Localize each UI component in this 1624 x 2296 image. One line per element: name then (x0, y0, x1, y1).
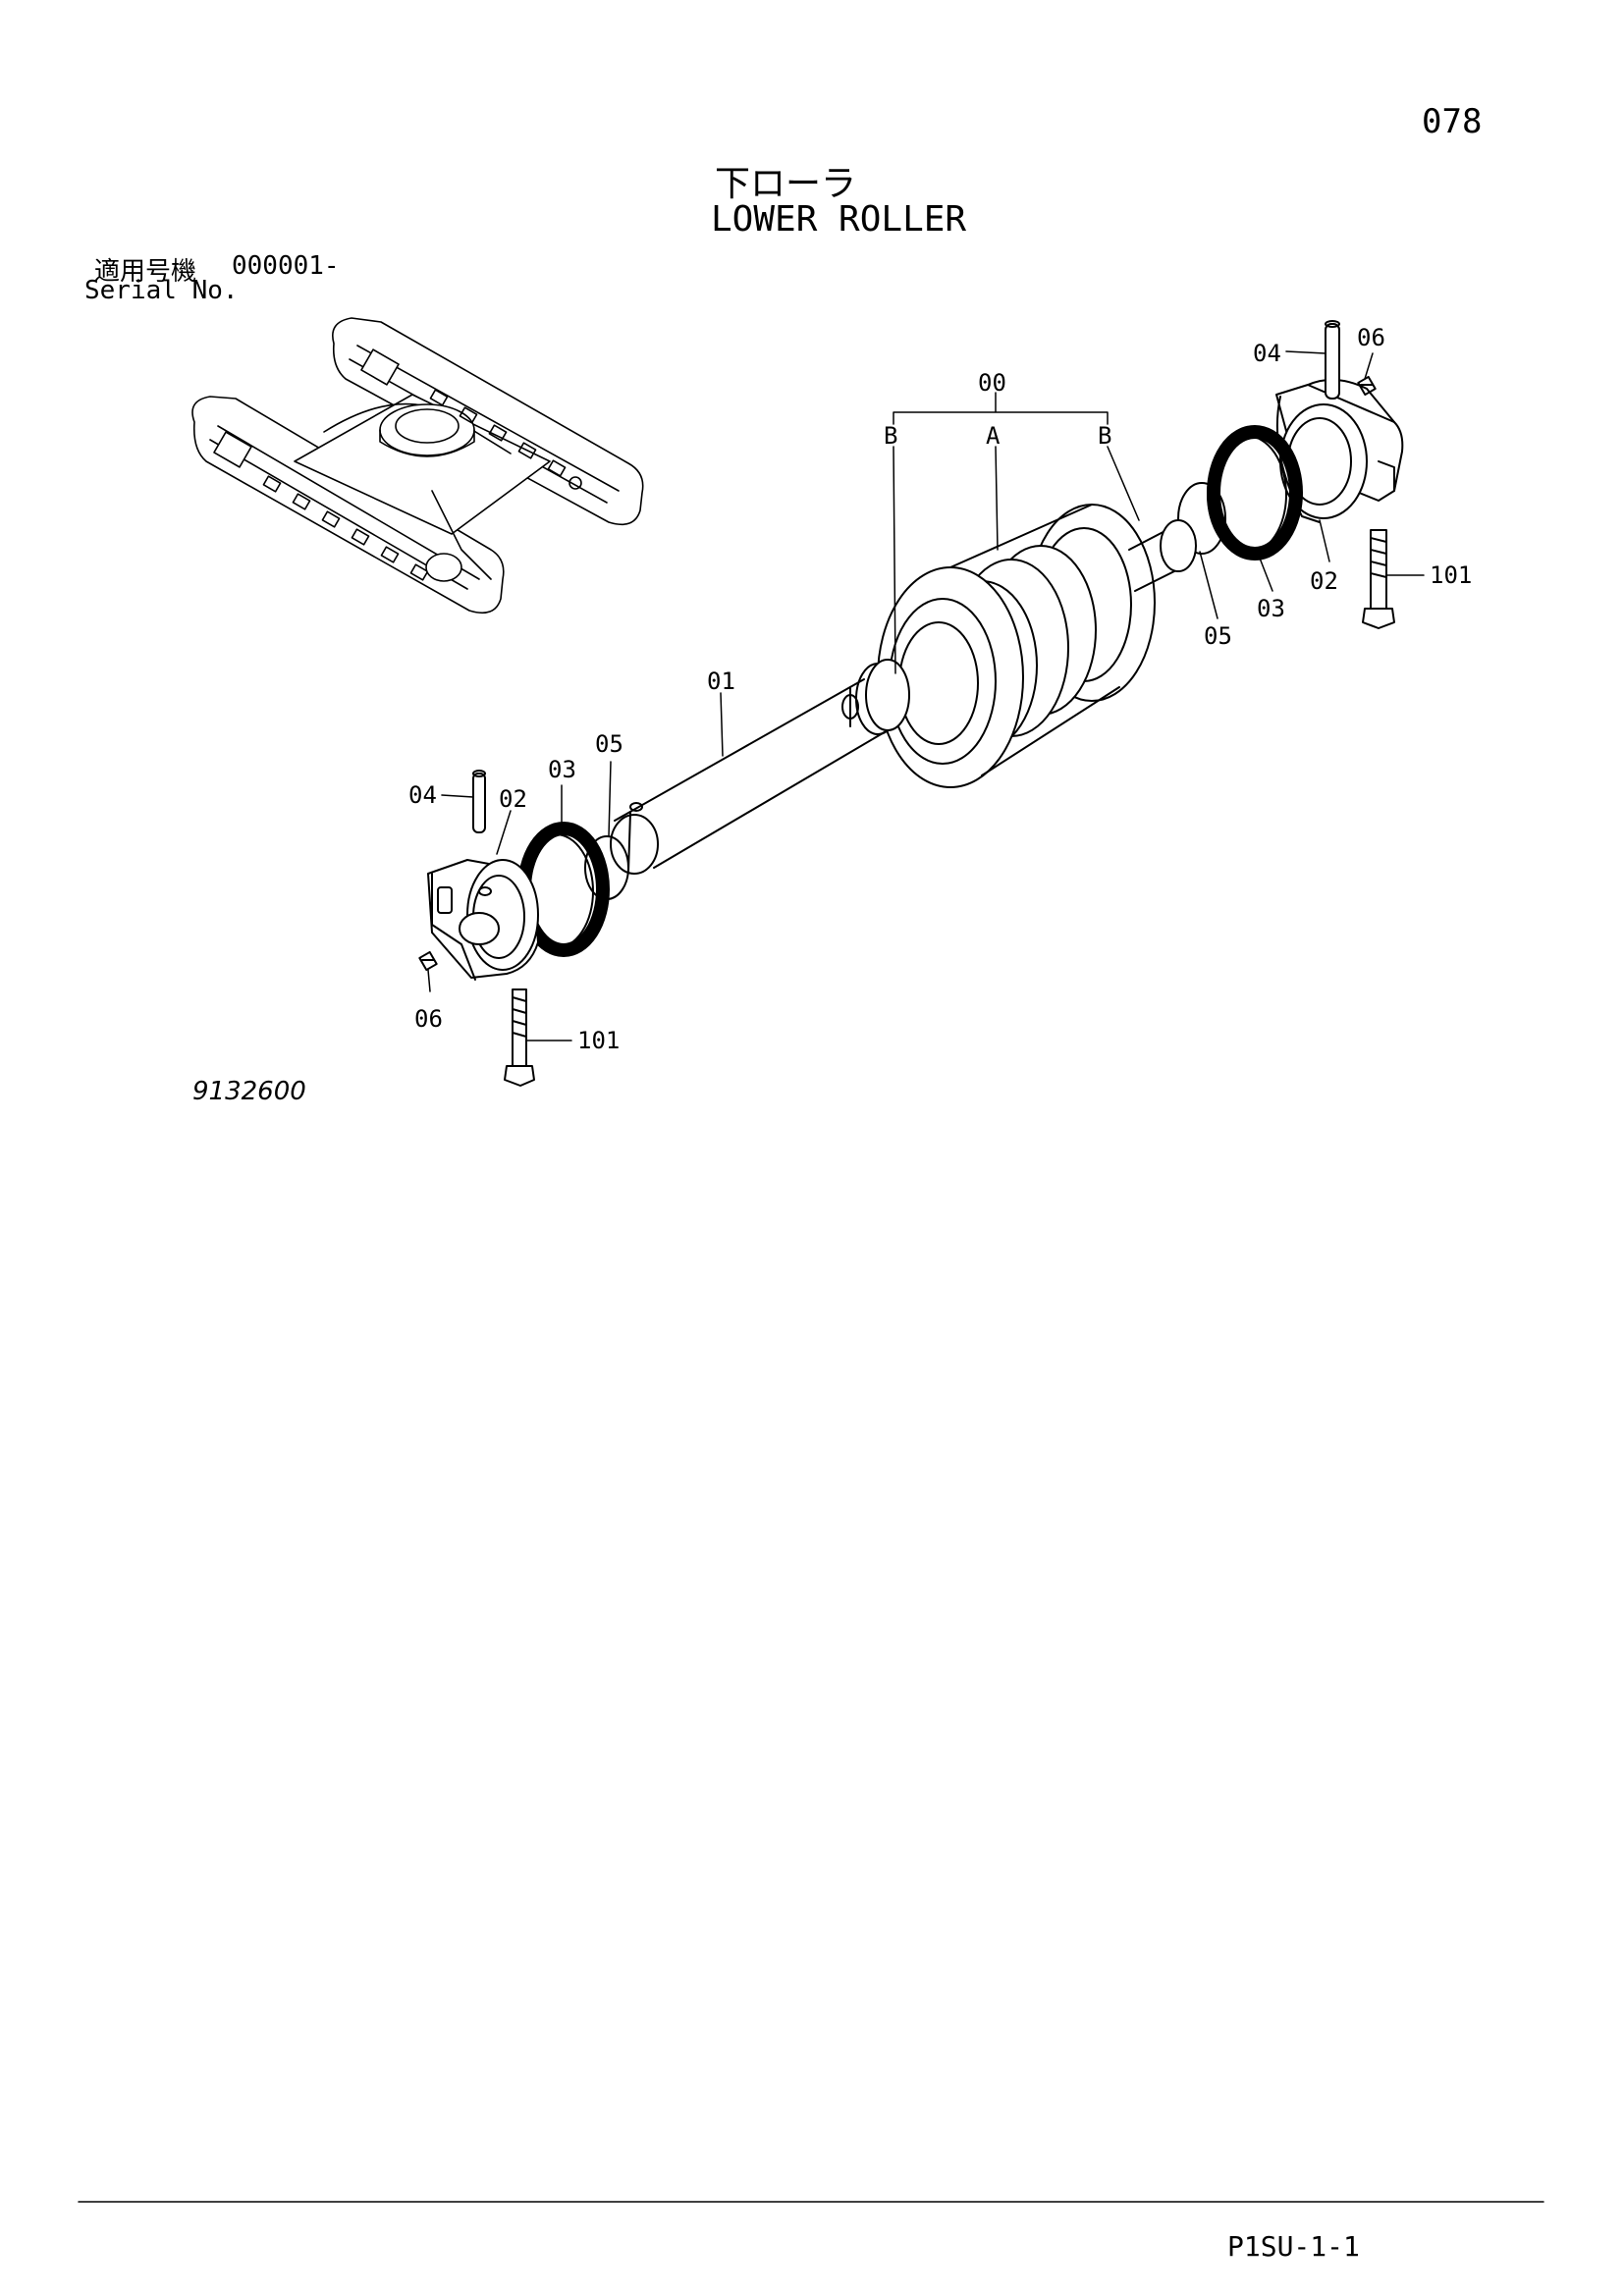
serial-range: 000001- (232, 251, 340, 281)
plug-right (1357, 375, 1377, 397)
shaft (610, 678, 889, 875)
footer-code: P1SU-1-1 (1227, 2230, 1360, 2263)
page-number: 078 (1422, 102, 1483, 141)
callout-b-right: B (1098, 422, 1111, 450)
callout-00: 00 (978, 369, 1006, 397)
callout-06-left: 06 (414, 1005, 443, 1033)
undercarriage-thumbnail (191, 317, 644, 614)
callout-03-right: 03 (1257, 595, 1285, 622)
callout-02-right: 02 (1310, 567, 1338, 595)
callout-b-left: B (884, 422, 897, 450)
page-title-japanese: 下ローラ (715, 164, 857, 204)
callout-labels: 00 B A B 01 04 06 02 03 05 101 04 02 03 … (408, 324, 1472, 1054)
callout-04-right: 04 (1253, 340, 1281, 367)
bolt-right (1362, 529, 1395, 629)
leader-lines (427, 350, 1425, 1041)
callout-06-right: 06 (1357, 324, 1385, 351)
bolt-left (504, 988, 535, 1087)
drawing-number: 9132600 (192, 1077, 306, 1106)
thumbnail-rollers-front (262, 475, 429, 581)
thumbnail-rollers-back (429, 389, 582, 490)
bushing-rear (1128, 519, 1197, 592)
plug-left (418, 950, 438, 972)
callout-03-left: 03 (548, 756, 576, 783)
callout-101-right: 101 (1430, 561, 1472, 589)
callout-a: A (986, 422, 1001, 450)
callout-04-left: 04 (408, 781, 437, 809)
serial-label-english: Serial No. (84, 276, 239, 305)
page-title-english: LOWER ROLLER (711, 199, 967, 240)
o-ring-right (1177, 482, 1226, 555)
floating-seal-right (1207, 425, 1303, 561)
callout-101-left: 101 (577, 1027, 620, 1054)
roller-body (877, 504, 1156, 788)
bushing-front (855, 659, 910, 735)
serial-label-japanese: 適用号機 (94, 257, 197, 287)
callout-05-right: 05 (1204, 622, 1232, 650)
end-collar-left (427, 859, 539, 981)
callout-05-left: 05 (595, 730, 623, 758)
callout-01: 01 (707, 667, 735, 695)
callout-02-left: 02 (499, 785, 527, 813)
pin-right (1325, 320, 1340, 400)
pin-left (472, 770, 486, 833)
